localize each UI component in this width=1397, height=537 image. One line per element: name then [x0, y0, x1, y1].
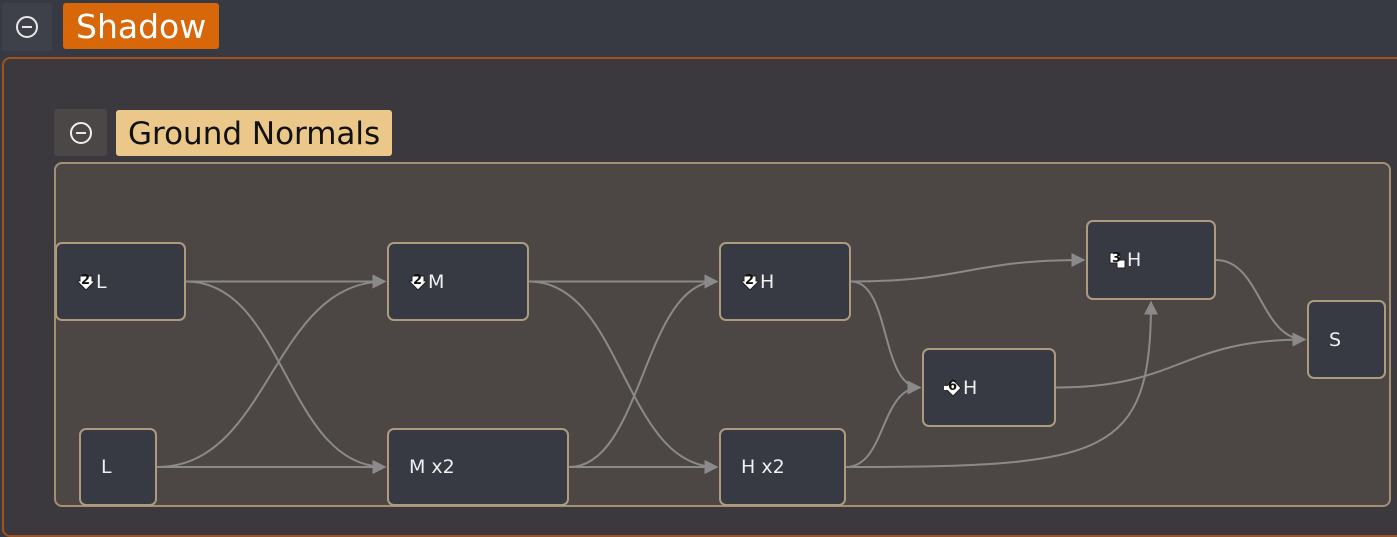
corner-arrow-icon: 3	[1108, 251, 1126, 269]
edge-n8-n9	[1215, 259, 1307, 347]
node-label: H x2	[741, 456, 785, 478]
node[interactable]: M x2	[387, 428, 569, 506]
node[interactable]: H x2	[719, 428, 846, 506]
node-label: H	[963, 376, 978, 399]
node[interactable]: 6 H	[922, 348, 1056, 427]
edge-n4-n5	[568, 274, 719, 468]
minus-circle-icon	[69, 121, 92, 144]
diamond-arrow-icon: 6	[944, 379, 962, 397]
down-arrow-icon: 2	[77, 273, 95, 291]
edge-n6-n8	[845, 300, 1158, 468]
edge-n1-n4	[185, 280, 387, 474]
node[interactable]: S	[1307, 300, 1386, 379]
edge-n3-n6	[528, 280, 719, 474]
node-label: M	[428, 270, 445, 293]
node[interactable]: 2 M	[387, 242, 529, 321]
collapse-ground-normals-button[interactable]	[54, 109, 107, 156]
node[interactable]: L	[79, 428, 157, 506]
down-arrow-icon: 2	[409, 273, 427, 291]
edge-n7-n9	[1055, 332, 1307, 389]
node[interactable]: 2 H	[719, 242, 851, 321]
edge-n2-n3	[156, 274, 387, 468]
edge-n5-n8	[850, 253, 1086, 283]
group-title-ground-normals[interactable]: Ground Normals	[116, 110, 393, 156]
minus-circle-icon	[16, 16, 38, 38]
node[interactable]: 2 L	[55, 242, 186, 321]
edge-n6-n7	[845, 380, 922, 468]
node-label: M x2	[409, 456, 455, 478]
node[interactable]: 3 H	[1086, 220, 1216, 300]
edge-n5-n7	[850, 280, 922, 395]
group-title-shadow[interactable]: Shadow	[63, 3, 220, 49]
collapse-shadow-button[interactable]	[2, 3, 52, 51]
down-arrow-icon: 2	[741, 273, 759, 291]
node-label: H	[760, 270, 775, 293]
node-label: S	[1329, 328, 1342, 351]
node-label: H	[1127, 249, 1142, 271]
node-label: L	[96, 270, 107, 293]
node-label: L	[101, 456, 112, 478]
